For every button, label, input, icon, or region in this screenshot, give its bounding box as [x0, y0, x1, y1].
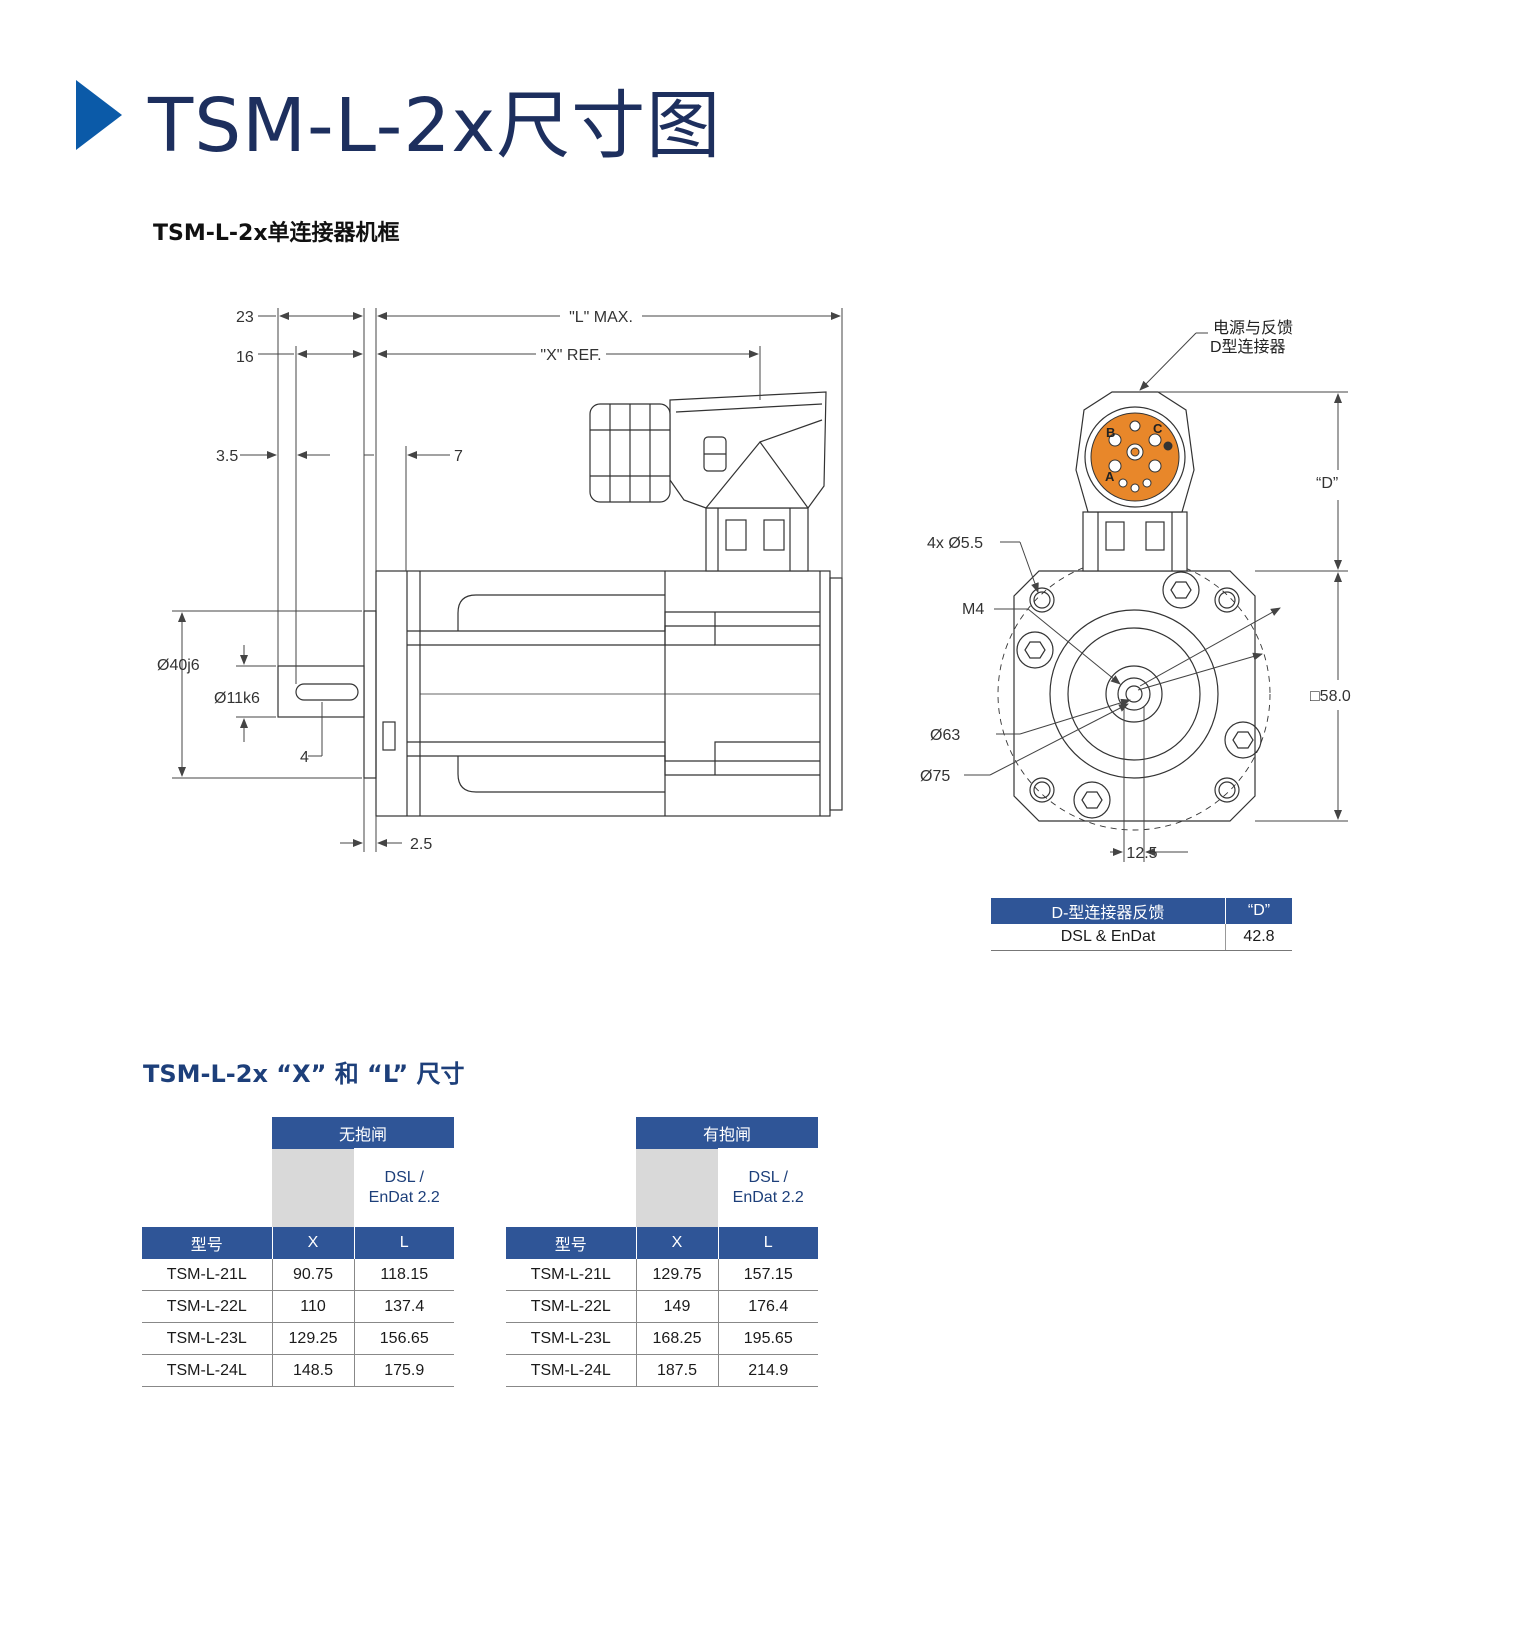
hex-hole-right — [1224, 721, 1262, 759]
table-row: TSM-L-23L 168.25 195.65 — [506, 1322, 818, 1355]
x-cell: 129.75 — [636, 1259, 719, 1291]
model-cell: TSM-L-22L — [142, 1290, 273, 1323]
pin-a-label: A — [1105, 469, 1115, 484]
front-view-labels: 电源与反馈 D型连接器 “D” 4x Ø5.5 M4 □58.0 Ø63 Ø75… — [920, 319, 1351, 862]
dim-23: 23 — [236, 309, 254, 326]
d-table-header-d: “D” — [1225, 898, 1292, 924]
l-cell: 118.15 — [354, 1259, 454, 1291]
page-title: TSM-L-2x尺寸图 — [148, 83, 722, 169]
encoder-label-2: EnDat 2.2 — [368, 1189, 440, 1206]
dim-m4: M4 — [962, 601, 984, 618]
header-model: 型号 — [506, 1227, 637, 1259]
model-cell: TSM-L-23L — [142, 1322, 273, 1355]
front-view-dimensions — [964, 332, 1348, 862]
pin-b-label: B — [1106, 425, 1115, 440]
dim-d: “D” — [1316, 475, 1338, 492]
dim-4: 4 — [300, 749, 309, 766]
dim-16: 16 — [236, 349, 254, 366]
table-row: TSM-L-21L 90.75 118.15 — [142, 1259, 454, 1291]
encoder-cell: DSL / EnDat 2.2 — [718, 1148, 818, 1227]
d-table-cell: 42.8 — [1225, 924, 1292, 951]
x-cell: 90.75 — [272, 1259, 355, 1291]
model-cell: TSM-L-21L — [506, 1259, 637, 1291]
connector-face — [1090, 412, 1180, 502]
hex-hole-left — [1016, 631, 1054, 669]
dim-58: □58.0 — [1310, 688, 1351, 705]
dim-4x-5-5: 4x Ø5.5 — [927, 535, 983, 552]
l-cell: 214.9 — [718, 1354, 818, 1387]
x-cell: 187.5 — [636, 1354, 719, 1387]
table-row: TSM-L-22L 149 176.4 — [506, 1290, 818, 1323]
x-cell: 148.5 — [272, 1354, 355, 1387]
drawing-subtitle: TSM-L-2x单连接器机框 — [153, 221, 400, 246]
l-cell: 176.4 — [718, 1290, 818, 1323]
dim-11k6: Ø11k6 — [214, 690, 260, 707]
d-table-header-connector: D-型连接器反馈 — [991, 898, 1226, 924]
model-cell: TSM-L-24L — [506, 1354, 637, 1387]
d-dimension-table: D-型连接器反馈 “D” DSL & EnDat 42.8 — [991, 898, 1292, 951]
x-cell: 110 — [272, 1290, 355, 1323]
dim-40j6: Ø40j6 — [157, 657, 200, 674]
l-cell: 195.65 — [718, 1322, 818, 1355]
connector-label-1: 电源与反馈 — [1213, 319, 1293, 337]
pin-c-label: C — [1153, 421, 1163, 436]
dim-7: 7 — [454, 448, 463, 465]
model-cell: TSM-L-21L — [142, 1259, 273, 1291]
hex-hole-bottom — [1073, 781, 1111, 819]
xl-table-with-brake: 有抱闸 DSL / EnDat 2.2 型号 X L TSM-L-21L 129… — [506, 1117, 818, 1387]
brake-header: 无抱闸 — [272, 1117, 454, 1149]
encoder-label-2: EnDat 2.2 — [732, 1189, 804, 1206]
side-view-labels: 23 16 3.5 7 "L" MAX. "X" REF. Ø40j6 Ø11k… — [157, 304, 642, 853]
header-model: 型号 — [142, 1227, 273, 1259]
x-cell: 168.25 — [636, 1322, 719, 1355]
l-cell: 175.9 — [354, 1354, 454, 1387]
x-cell: 129.25 — [272, 1322, 355, 1355]
dim-12-5: 12.5 — [1126, 845, 1157, 862]
header-x: X — [636, 1227, 719, 1259]
encoder-cell: DSL / EnDat 2.2 — [354, 1148, 454, 1227]
grey-cell — [272, 1148, 355, 1227]
dim-x-ref: "X" REF. — [540, 347, 601, 364]
header-l: L — [718, 1227, 818, 1259]
model-cell: TSM-L-23L — [506, 1322, 637, 1355]
model-cell: TSM-L-24L — [142, 1354, 273, 1387]
dim-63: Ø63 — [930, 727, 960, 744]
encoder-label-1: DSL / — [748, 1169, 788, 1186]
l-cell: 156.65 — [354, 1322, 454, 1355]
header-x: X — [272, 1227, 355, 1259]
x-cell: 149 — [636, 1290, 719, 1323]
section-title: TSM-L-2x “X” 和 “L” 尺寸 — [143, 1060, 465, 1088]
table-row: DSL & EnDat 42.8 — [991, 924, 1292, 951]
model-cell: TSM-L-22L — [506, 1290, 637, 1323]
dim-3-5: 3.5 — [216, 448, 238, 465]
connector-label-2: D型连接器 — [1210, 338, 1286, 356]
table-row: TSM-L-24L 187.5 214.9 — [506, 1354, 818, 1387]
dim-l-max: "L" MAX. — [569, 309, 633, 326]
side-view — [277, 391, 843, 817]
table-row: TSM-L-24L 148.5 175.9 — [142, 1354, 454, 1387]
table-row: TSM-L-23L 129.25 156.65 — [142, 1322, 454, 1355]
dimension-drawing: 23 16 3.5 7 "L" MAX. "X" REF. Ø40j6 Ø11k… — [157, 304, 1351, 862]
title-arrow-icon — [76, 80, 122, 150]
encoder-label-1: DSL / — [384, 1169, 424, 1186]
grey-cell — [636, 1148, 719, 1227]
d-table-cell: DSL & EnDat — [991, 924, 1226, 951]
brake-header: 有抱闸 — [636, 1117, 818, 1149]
l-cell: 137.4 — [354, 1290, 454, 1323]
dim-75: Ø75 — [920, 768, 950, 785]
l-cell: 157.15 — [718, 1259, 818, 1291]
dim-2-5: 2.5 — [410, 836, 432, 853]
table-row: TSM-L-22L 110 137.4 — [142, 1290, 454, 1323]
header-l: L — [354, 1227, 454, 1259]
table-row: TSM-L-21L 129.75 157.15 — [506, 1259, 818, 1291]
xl-table-no-brake: 无抱闸 DSL / EnDat 2.2 型号 X L TSM-L-21L 90.… — [142, 1117, 454, 1387]
hex-hole-top — [1162, 571, 1200, 609]
connector-pin-labels: B C A — [1105, 421, 1163, 484]
